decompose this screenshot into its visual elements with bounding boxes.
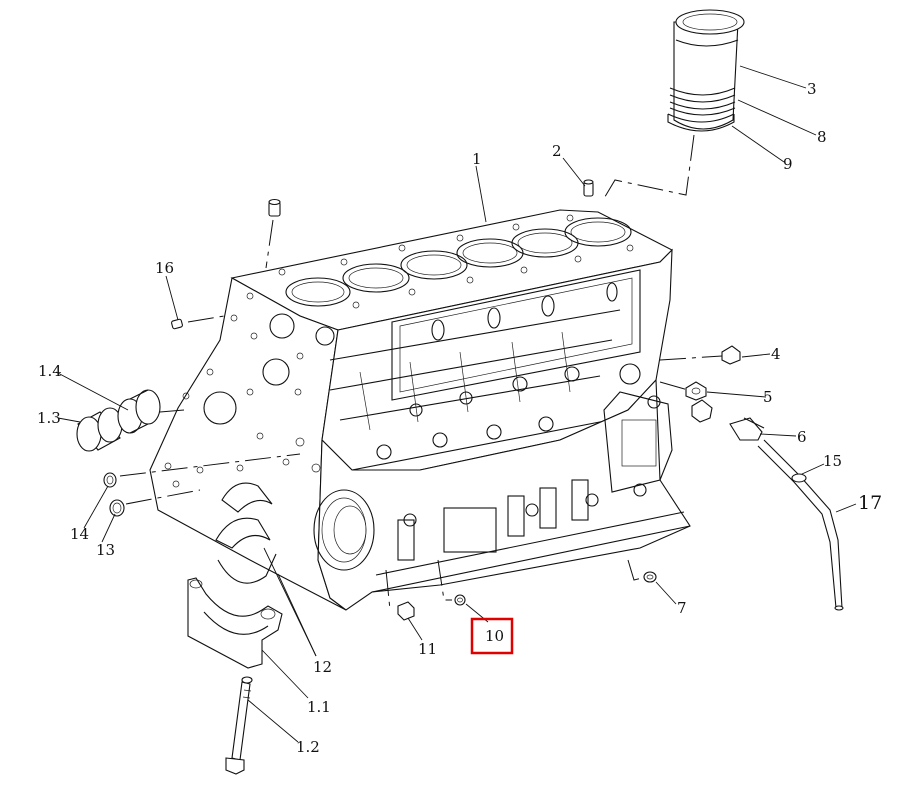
seal-15 bbox=[791, 473, 807, 483]
deck-bolt-holes bbox=[278, 214, 634, 309]
callout-13: 13 bbox=[96, 541, 115, 559]
callout-10: 10 bbox=[485, 627, 504, 645]
cam-bushing-1-3 bbox=[76, 407, 123, 452]
leader-lines bbox=[55, 65, 857, 743]
fitting-6 bbox=[691, 399, 765, 441]
callout-6: 6 bbox=[797, 428, 807, 446]
callout-12: 12 bbox=[313, 658, 332, 676]
callout-1-2: 1.2 bbox=[296, 738, 320, 756]
callout-labels: 1 2 3 8 9 16 4 5 6 15 17 1.4 1.3 14 13 7… bbox=[37, 80, 882, 756]
liner-install-path bbox=[602, 134, 695, 201]
callout-3: 3 bbox=[807, 80, 817, 98]
front-face-holes bbox=[164, 292, 321, 488]
skirt-pockets bbox=[397, 479, 647, 561]
main-bearing-cap bbox=[187, 577, 283, 669]
bushing-install-path bbox=[159, 409, 185, 413]
oil-tube-17 bbox=[757, 439, 844, 611]
callout-16: 16 bbox=[155, 259, 174, 277]
fitting-4 bbox=[721, 345, 741, 365]
cylinder-bores bbox=[285, 217, 632, 307]
callout-17: 17 bbox=[858, 492, 882, 514]
cylinder-liner bbox=[667, 9, 745, 132]
plug-14 bbox=[103, 472, 117, 488]
callout-8: 8 bbox=[817, 128, 827, 146]
callout-7: 7 bbox=[677, 599, 687, 617]
plug-10 bbox=[437, 559, 466, 606]
dowel-pin-top bbox=[265, 198, 281, 269]
callout-14: 14 bbox=[70, 525, 89, 543]
plug-11 bbox=[385, 569, 415, 621]
callout-11: 11 bbox=[418, 640, 437, 658]
callout-1-1: 1.1 bbox=[307, 698, 331, 716]
bearing-shells-12 bbox=[215, 482, 277, 584]
plug-7 bbox=[627, 559, 657, 583]
callout-15: 15 bbox=[823, 452, 842, 470]
callout-9: 9 bbox=[783, 155, 793, 173]
fitting-5 bbox=[685, 381, 707, 401]
callout-1-4: 1.4 bbox=[38, 362, 62, 380]
cylinder-block bbox=[149, 209, 691, 611]
plug-13 bbox=[109, 499, 125, 517]
callout-5: 5 bbox=[763, 388, 773, 406]
dowel-pin-2 bbox=[583, 179, 594, 197]
highlight-box-callout-10 bbox=[470, 617, 514, 655]
callout-4: 4 bbox=[771, 345, 781, 363]
dowel-pin-16 bbox=[171, 313, 237, 330]
callout-1-3: 1.3 bbox=[37, 409, 61, 427]
main-bearing-bolt bbox=[225, 676, 253, 775]
callout-2: 2 bbox=[552, 142, 562, 160]
callout-1: 1 bbox=[472, 150, 482, 168]
cam-bushing-1-4 bbox=[117, 389, 161, 434]
